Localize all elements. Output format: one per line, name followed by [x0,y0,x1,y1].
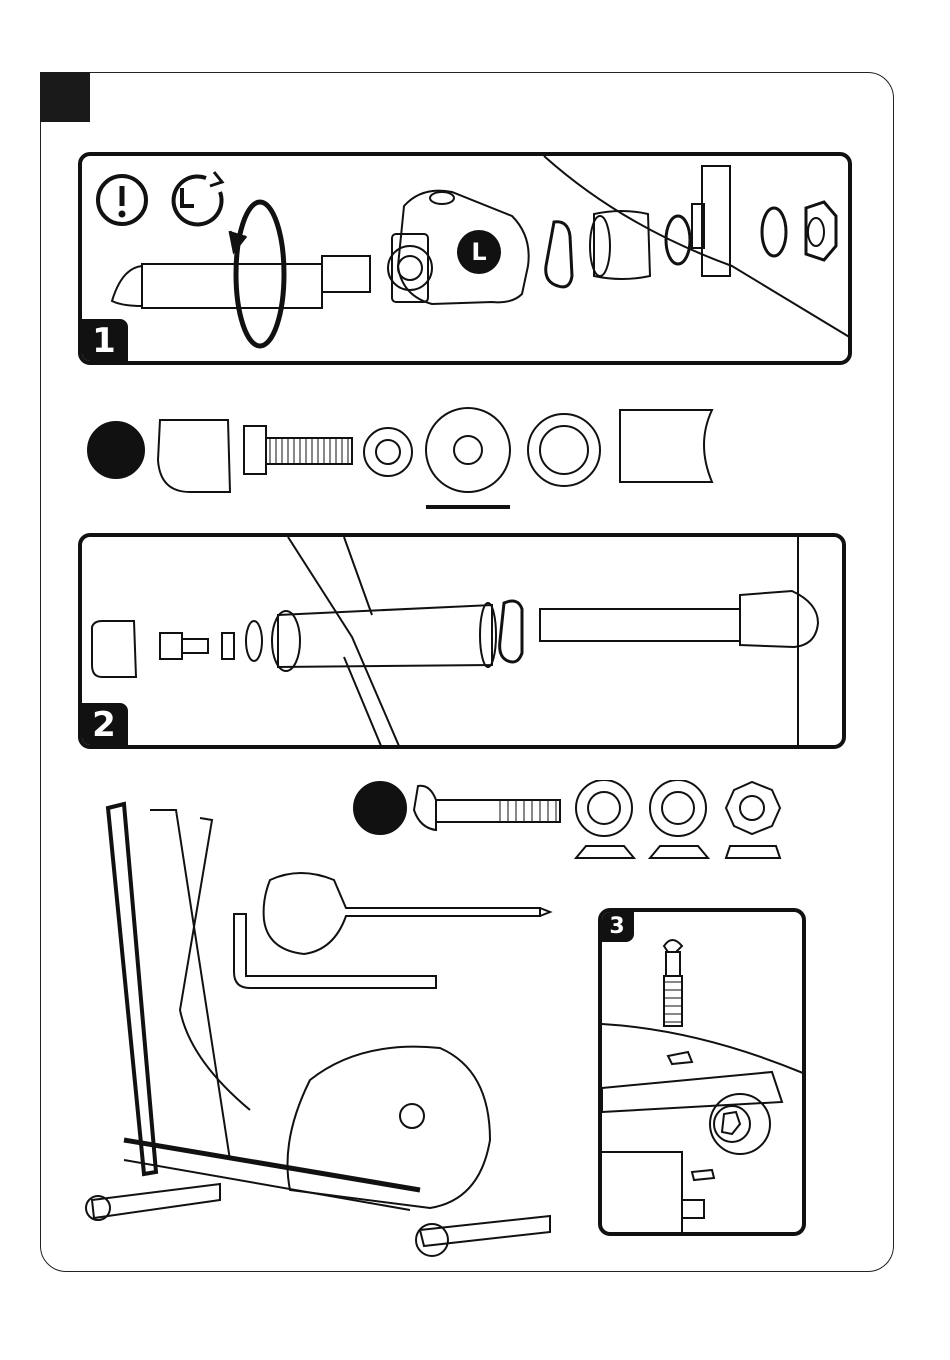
step-1-panel: L 1 [78,152,852,365]
step-3-badge: 3 [600,910,634,942]
rotation-arrow-icon [236,202,284,346]
corner-block [40,72,90,122]
step-1-badge: 1 [80,319,128,363]
flat-washer [426,408,510,492]
bolt-head [244,426,266,474]
step-3-panel: 3 [598,908,806,1236]
step-2-parts-row [80,400,740,520]
clock-rotate-icon [174,172,222,224]
multi-tool-wrench [264,873,540,954]
nut [726,782,780,834]
step-2-badge: 2 [80,703,128,747]
step-3-illustration [602,912,806,1236]
part-group-dot [88,422,144,478]
bolt-thread [266,438,352,464]
washer-a [576,780,632,836]
step-2-illustration [82,537,846,749]
hardware-group-dot [354,782,406,834]
exclamation-circle-icon [98,176,146,224]
step-2-panel: 2 [78,533,846,749]
washer-b [650,780,706,836]
carriage-bolt-head [414,786,436,830]
split-washer [364,428,412,476]
part-marker-l: L [457,230,501,274]
end-cap [158,420,230,492]
tube-piece [620,410,712,482]
star-washer [528,414,600,486]
